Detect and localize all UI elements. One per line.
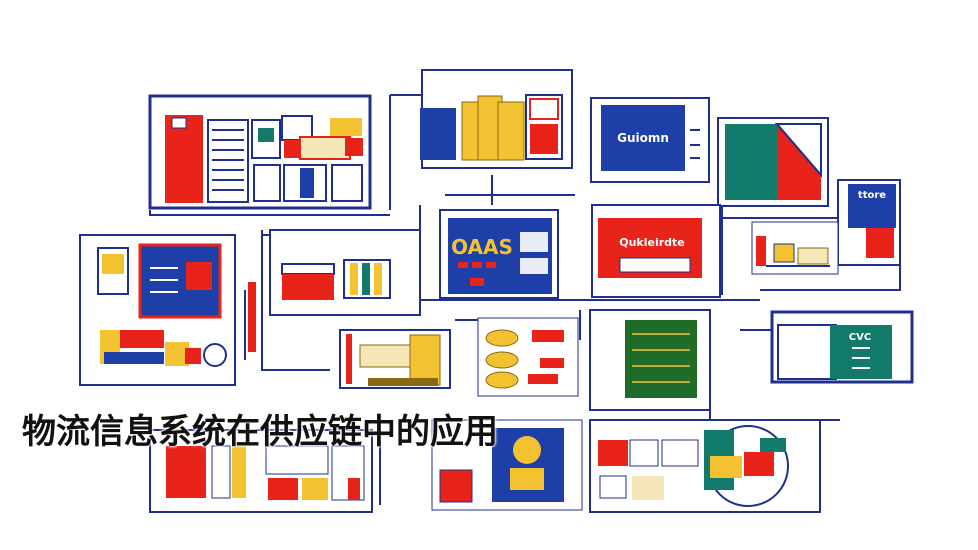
panel-bottom-center xyxy=(431,419,583,511)
panel-center-card: OAAS xyxy=(439,209,559,299)
top-right-card-label: Guiomn xyxy=(617,131,669,145)
panel-lower-right: CVC xyxy=(770,310,914,384)
panel-center-right-card: Qukleirdte xyxy=(591,204,721,298)
panel-bottom-left xyxy=(149,429,373,513)
panel-top-warehouse xyxy=(420,69,573,169)
panel-center-left xyxy=(248,229,421,352)
panel-forklift xyxy=(751,221,839,275)
panel-food-items xyxy=(477,317,579,397)
center-right-card-label: Qukleirdte xyxy=(619,236,685,249)
panel-bottom-right xyxy=(589,419,821,513)
panel-top-left xyxy=(148,94,372,210)
panel-far-right-card: ttore xyxy=(837,179,901,266)
panel-green-board xyxy=(589,309,711,411)
page-title: 物流信息系统在供应链中的应用 xyxy=(22,412,498,452)
center-card-letters: OAAS xyxy=(451,235,513,259)
lower-right-card-label: CVC xyxy=(849,332,871,343)
far-right-card-label: ttore xyxy=(858,190,886,201)
panel-left-board xyxy=(79,234,236,386)
panel-cabinet xyxy=(339,329,451,389)
panel-top-right-card: Guiomn xyxy=(590,97,710,183)
panel-teal-red xyxy=(717,117,829,207)
